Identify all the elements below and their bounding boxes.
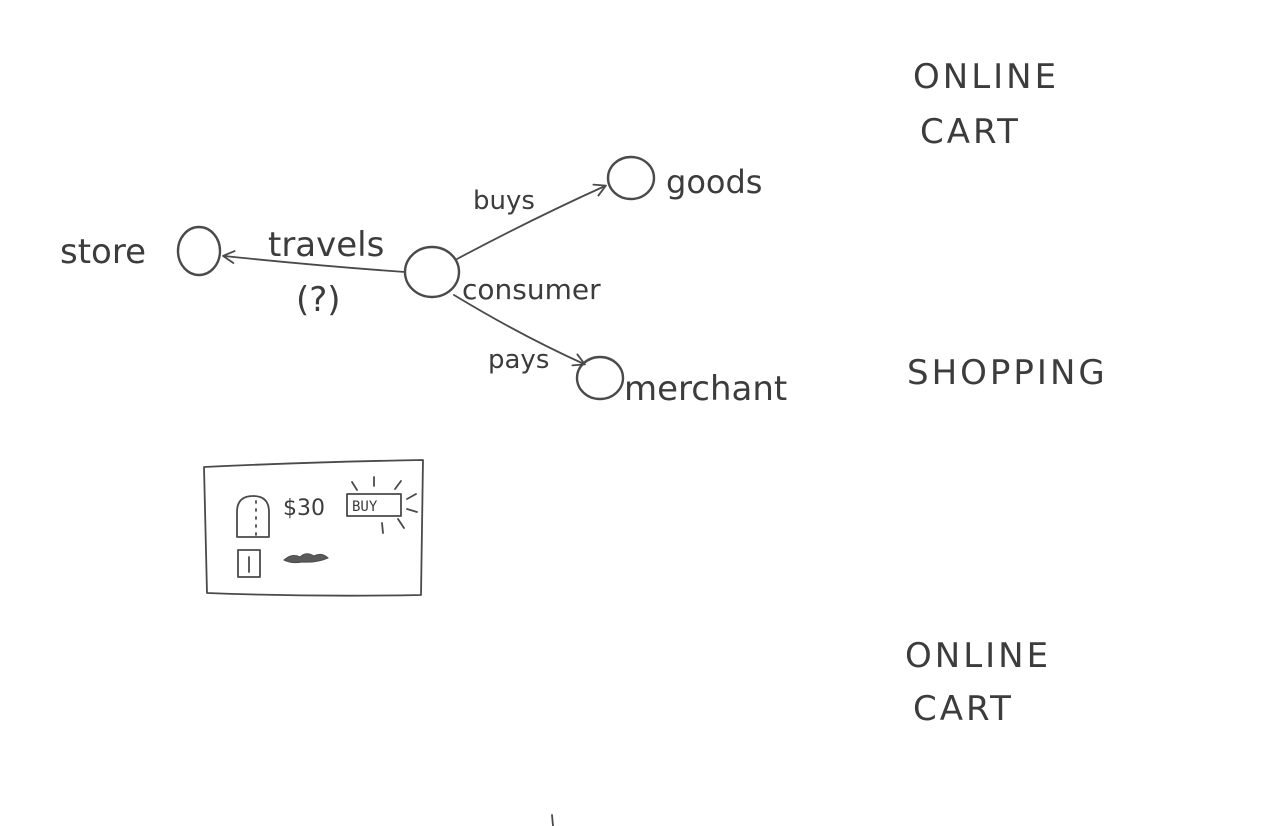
shopping-page-mockup: $30 BUY <box>203 459 424 597</box>
mockup-frame <box>203 459 424 597</box>
buy-button-sketch <box>346 493 402 517</box>
buys-label: buys <box>473 186 535 216</box>
sparkle-icon <box>351 476 418 534</box>
product-image-icon <box>236 495 270 538</box>
merchant-node <box>575 355 625 401</box>
goods-label: goods <box>666 163 762 201</box>
goods-node <box>606 155 656 201</box>
online-cart-top-line1: ONLINE <box>913 57 1059 97</box>
travels-arrow <box>222 250 406 273</box>
second-product-thumbnail <box>237 549 261 578</box>
buys-arrow <box>456 183 607 260</box>
travels-label: travels <box>268 225 384 265</box>
pays-arrow <box>453 294 586 367</box>
store-node <box>176 225 222 277</box>
travels-question-label: (?) <box>296 280 341 320</box>
second-product-scribble <box>283 553 329 564</box>
consumer-node <box>403 245 461 299</box>
product-price: $30 <box>283 496 325 521</box>
online-cart-top-line2: CART <box>920 112 1021 152</box>
buy-button-label: BUY <box>352 499 378 515</box>
online-cart-bottom-line2: CART <box>913 689 1014 729</box>
online-cart-bottom-line1: ONLINE <box>905 636 1051 676</box>
consumer-label: consumer <box>462 273 601 306</box>
stray-pencil-mark <box>551 814 554 826</box>
store-label: store <box>60 232 146 272</box>
merchant-label: merchant <box>624 369 787 409</box>
shopping-label: SHOPPING <box>907 353 1108 393</box>
pays-label: pays <box>488 345 549 375</box>
